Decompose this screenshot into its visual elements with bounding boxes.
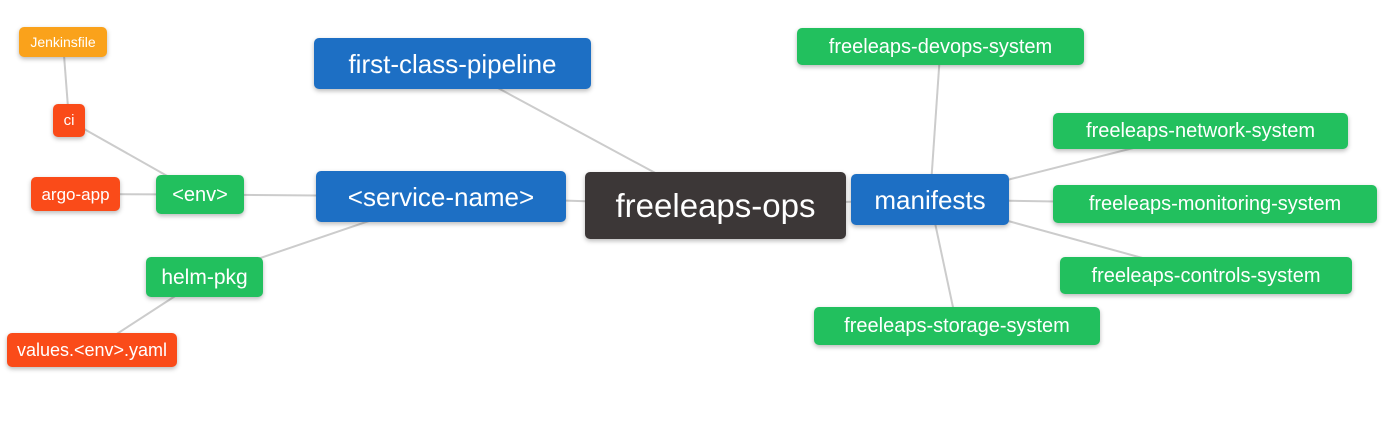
node-freeleaps-network-system[interactable]: freeleaps-network-system — [1053, 113, 1348, 149]
node-freeleaps-ops-root[interactable]: freeleaps-ops — [585, 172, 846, 239]
node-freeleaps-devops-system[interactable]: freeleaps-devops-system — [797, 28, 1084, 65]
node-helm-pkg[interactable]: helm-pkg — [146, 257, 263, 297]
node-env[interactable]: <env> — [156, 175, 244, 214]
node-first-class-pipeline[interactable]: first-class-pipeline — [314, 38, 591, 89]
node-jenkinsfile[interactable]: Jenkinsfile — [19, 27, 107, 57]
node-ci[interactable]: ci — [53, 104, 85, 137]
node-freeleaps-storage-system[interactable]: freeleaps-storage-system — [814, 307, 1100, 345]
node-service-name[interactable]: <service-name> — [316, 171, 566, 222]
node-freeleaps-monitoring-system[interactable]: freeleaps-monitoring-system — [1053, 185, 1377, 223]
node-manifests[interactable]: manifests — [851, 174, 1009, 225]
node-freeleaps-controls-system[interactable]: freeleaps-controls-system — [1060, 257, 1352, 294]
node-argo-app[interactable]: argo-app — [31, 177, 120, 211]
node-values-env-yaml[interactable]: values.<env>.yaml — [7, 333, 177, 367]
